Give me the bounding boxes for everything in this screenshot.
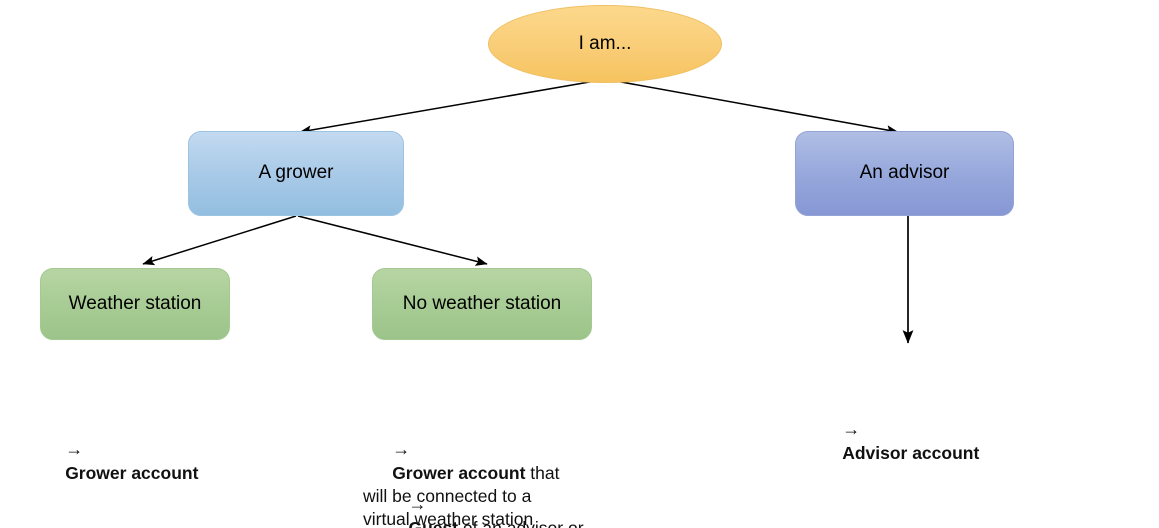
node-no-weather-station-label: No weather station: [402, 292, 562, 314]
edge-grower-to-weather-station: [142, 215, 297, 266]
arrow-glyph-icon: →: [842, 418, 861, 439]
node-a-grower-label: A grower: [258, 162, 334, 184]
outcome-advisor-heading: → Advisor account: [813, 395, 1123, 489]
arrow-glyph-icon: →: [392, 438, 411, 459]
node-weather-station-label: Weather station: [68, 292, 202, 314]
outcome-no-weather-station: → Grower account that will be connected …: [363, 368, 603, 528]
outcome-no-weather-station-text: → Grower account that will be connected …: [363, 415, 603, 528]
outcome-weather-station-title: Grower account: [65, 462, 199, 483]
node-i-am-label: I am...: [578, 32, 632, 54]
outcome-advisor-title: Advisor account: [842, 442, 980, 463]
node-a-grower[interactable]: A grower: [188, 131, 404, 216]
outcome-advisor-account: → Advisor account The advisor manages a …: [813, 348, 1123, 528]
edge-grower-to-no-weather-station: [297, 215, 488, 266]
outcome-weather-station: → Grower account that will be connected …: [36, 368, 296, 528]
node-no-weather-station[interactable]: No weather station: [372, 268, 592, 340]
outcome-guest-title: Guest: [408, 518, 458, 528]
arrow-glyph-icon: →: [65, 438, 84, 459]
arrow-glyph-icon: →: [408, 494, 427, 515]
edge-root-to-advisor: [609, 79, 899, 135]
outcome-guest-body: of an advisor or usergroup: [389, 518, 584, 528]
outcome-no-weather-station-title: Grower account: [392, 462, 526, 483]
node-i-am[interactable]: I am...: [488, 5, 722, 83]
outcome-guest: → Guest of an advisor or usergroup: [363, 470, 639, 528]
outcome-weather-station-heading: → Grower account: [36, 415, 296, 509]
edge-root-to-grower: [299, 79, 602, 135]
node-an-advisor[interactable]: An advisor: [795, 131, 1014, 216]
node-weather-station[interactable]: Weather station: [40, 268, 230, 340]
node-an-advisor-label: An advisor: [859, 162, 950, 184]
outcome-no-weather-station-body: that will be connected to a virtual weat…: [363, 462, 560, 528]
